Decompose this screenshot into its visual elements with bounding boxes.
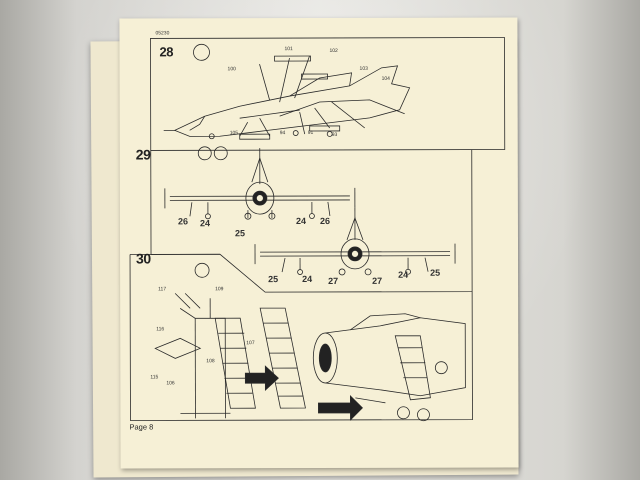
page-label: Page 8 xyxy=(129,422,154,432)
callout-29-lower-2: 24 xyxy=(302,274,313,285)
step29-front-view-upper xyxy=(164,148,356,220)
step28-aircraft-drawing xyxy=(163,55,411,140)
callout-29-lower-4: 27 xyxy=(372,275,383,286)
callout-29-lower-5: 24 xyxy=(398,269,409,280)
callout-29-1: 26 xyxy=(177,216,188,227)
step-number-28: 28 xyxy=(159,44,173,60)
callout-28-9: 93 xyxy=(331,131,338,138)
question-symbol-30 xyxy=(434,361,448,375)
callout-28-8: 91 xyxy=(307,130,314,137)
callout-30-1: 117 xyxy=(158,286,167,293)
callout-28-4: 103 xyxy=(359,65,368,72)
step29-front-view-lower xyxy=(254,207,456,276)
callout-30-2: 116 xyxy=(156,326,165,333)
callout-28-7: 94 xyxy=(279,130,286,137)
glue-symbol-30 xyxy=(194,262,210,278)
callout-29-4: 24 xyxy=(295,216,306,227)
callout-28-5: 104 xyxy=(381,75,390,82)
instruction-sheet: 05230 28 29 30 100 101 102 103 104 105 9… xyxy=(119,17,519,469)
step30-ladder-drawing xyxy=(154,293,256,419)
callout-29-lower-6: 25 xyxy=(430,267,441,278)
callout-28-1: 100 xyxy=(227,66,236,73)
step-number-30: 30 xyxy=(136,250,151,267)
callout-30-4: 106 xyxy=(166,380,175,387)
callout-29-lower-1: 25 xyxy=(268,274,279,285)
step-number-29: 29 xyxy=(135,146,151,163)
callout-28-2: 101 xyxy=(284,46,293,53)
callout-30-6: 107 xyxy=(246,340,255,347)
arrow-to-cockpit xyxy=(318,394,363,421)
glue-symbol-29 xyxy=(197,146,212,161)
callout-30-7: 109 xyxy=(215,286,224,293)
callout-29-lower-3: 27 xyxy=(328,275,339,286)
panel-29-border xyxy=(150,149,473,293)
panel-28-border xyxy=(150,37,506,151)
callout-28-3: 102 xyxy=(329,47,338,54)
arrow-to-assembly xyxy=(244,365,279,392)
callout-29-5: 26 xyxy=(319,215,330,226)
callout-28-6: 105 xyxy=(229,130,239,137)
question-symbol-29 xyxy=(213,146,228,161)
callout-29-2: 24 xyxy=(199,218,210,229)
step30-cockpit-drawing xyxy=(312,313,466,422)
glue-symbol-28 xyxy=(193,43,210,61)
panel-30-border xyxy=(129,254,473,421)
callout-30-5: 108 xyxy=(206,358,215,365)
callout-30-3: 115 xyxy=(150,374,159,381)
callout-29-3: 25 xyxy=(234,228,246,239)
kit-number: 05230 xyxy=(155,30,170,37)
step30-ladder-assembled xyxy=(259,307,306,409)
instruction-drawings xyxy=(129,37,506,422)
